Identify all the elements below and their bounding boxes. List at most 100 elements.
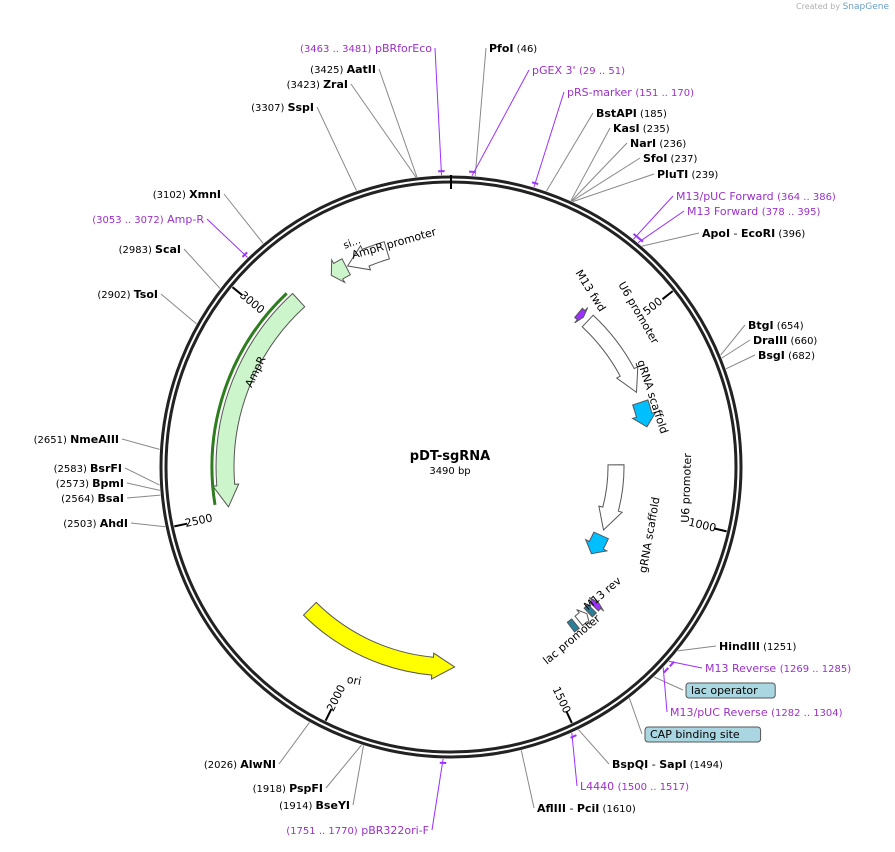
- enzyme-site: (2902): [97, 290, 133, 301]
- annotation-enzyme[interactable]: (2564) BsaI: [61, 492, 124, 505]
- primer-name: pBRforEco: [371, 42, 432, 55]
- enzyme-site: (239): [688, 170, 718, 181]
- enzyme-name: BspQI: [612, 758, 648, 771]
- leader-line: [677, 645, 717, 652]
- leader-line: [124, 467, 160, 486]
- annotation-primer[interactable]: (3463 .. 3481) pBRforEco: [300, 42, 432, 55]
- annotation-enzyme[interactable]: (3425) AatII: [310, 63, 376, 76]
- annotation-primer[interactable]: M13 Reverse (1269 .. 1285): [705, 662, 851, 675]
- enzyme-name: PfoI: [489, 42, 514, 55]
- annotation-enzyme[interactable]: ApoI - EcoRI (396): [702, 227, 805, 240]
- enzyme-site: (46): [514, 44, 538, 55]
- annotation-primer[interactable]: M13/pUC Forward (364 .. 386): [676, 190, 836, 203]
- annotation-enzyme[interactable]: (2983) ScaI: [119, 243, 181, 256]
- enzyme-label: (3102) XmnI: [153, 188, 221, 201]
- annotation-enzyme[interactable]: BtgI (654): [748, 319, 804, 332]
- leader-line: [662, 667, 668, 713]
- leader-line: [571, 732, 578, 787]
- enzyme-label: (1918) PspFI: [253, 782, 323, 795]
- annotation-primer[interactable]: pRS-marker (151 .. 170): [567, 86, 694, 99]
- annotation-primer[interactable]: (3053 .. 3072) Amp-R: [92, 213, 204, 226]
- enzyme-name: BsgI: [758, 349, 785, 362]
- feature-cap-binding-site[interactable]: [566, 618, 580, 633]
- enzyme-name-2: EcoRI: [741, 227, 775, 240]
- annotation-primer[interactable]: M13/pUC Reverse (1282 .. 1304): [670, 706, 843, 719]
- annotation-enzyme[interactable]: BspQI - SapI (1494): [612, 758, 723, 771]
- enzyme-dash: -: [648, 758, 659, 771]
- tick-label: 2500: [184, 511, 214, 530]
- enzyme-name: AflIII: [537, 802, 566, 815]
- feature-lac-promoter[interactable]: [574, 609, 591, 627]
- annotation-enzyme[interactable]: SfoI (237): [643, 152, 698, 165]
- enzyme-label: KasI (235): [613, 122, 670, 135]
- leader-line: [474, 47, 487, 177]
- enzyme-label: (3423) ZraI: [287, 78, 348, 91]
- annotation-enzyme[interactable]: (2583) BsrFI: [54, 462, 122, 475]
- annotation-enzyme[interactable]: (2026) AlwNI: [204, 758, 276, 771]
- enzyme-label: HindIII (1251): [719, 640, 796, 653]
- annotation-enzyme[interactable]: (1918) PspFI: [253, 782, 323, 795]
- primer-range: (378 .. 395): [762, 207, 821, 218]
- ampr-highlight: [210, 292, 288, 506]
- feature-lac-operator[interactable]: [583, 603, 598, 618]
- annotation-enzyme[interactable]: BsgI (682): [758, 349, 815, 362]
- feature-ampr[interactable]: [211, 292, 306, 508]
- annotation-enzyme[interactable]: (3423) ZraI: [287, 78, 348, 91]
- feature-grna-scaffold[interactable]: [584, 531, 610, 555]
- enzyme-site: (682): [785, 351, 815, 362]
- primer-range: (1500 .. 1517): [618, 782, 690, 793]
- feature-m13-rev[interactable]: [588, 597, 605, 612]
- enzyme-label: (2573) BpmI: [56, 477, 124, 490]
- primer-name: M13 Reverse: [705, 662, 780, 675]
- box-label-text: CAP binding site: [650, 728, 740, 741]
- primer-name: M13/pUC Reverse: [670, 706, 771, 719]
- primer-label: (3053 .. 3072) Amp-R: [92, 213, 204, 226]
- feature-grna-scaffold[interactable]: [631, 399, 657, 428]
- annotation-box[interactable]: CAP binding site: [644, 726, 762, 743]
- plasmid-backbone: [159, 175, 743, 759]
- annotation-box[interactable]: lac operator: [685, 682, 776, 699]
- annotation-primer[interactable]: M13 Forward (378 .. 395): [687, 205, 821, 218]
- leader-line: [471, 69, 530, 177]
- feature-ampr-promoter[interactable]: [346, 241, 391, 271]
- enzyme-label: PfoI (46): [489, 42, 537, 55]
- annotation-enzyme[interactable]: PluTI (239): [657, 168, 718, 181]
- annotation-enzyme[interactable]: (2503) AhdI: [63, 517, 128, 530]
- annotation-leaders: [121, 47, 756, 831]
- annotation-enzyme[interactable]: (3307) SspI: [251, 101, 314, 114]
- enzyme-name: ScaI: [155, 243, 181, 256]
- leader-line: [316, 106, 357, 191]
- annotation-enzyme[interactable]: (1914) BseYI: [279, 799, 350, 812]
- enzyme-label: SfoI (237): [643, 152, 698, 165]
- enzyme-site: (654): [774, 321, 804, 332]
- primer-range: (1751 .. 1770): [286, 826, 358, 837]
- enzyme-site: (3102): [153, 190, 189, 201]
- enzyme-site: (2983): [119, 245, 155, 256]
- annotation-enzyme[interactable]: AflIII - PciI (1610): [537, 802, 636, 815]
- annotation-enzyme[interactable]: (2573) BpmI: [56, 477, 124, 490]
- annotation-primer[interactable]: L4440 (1500 .. 1517): [580, 780, 689, 793]
- enzyme-dash: -: [730, 227, 741, 240]
- primer-label: M13 Reverse (1269 .. 1285): [705, 662, 851, 675]
- feature-u6-promoter[interactable]: [598, 464, 625, 531]
- leader-line: [278, 722, 310, 765]
- annotation-primer[interactable]: (1751 .. 1770) pBR322ori-F: [286, 824, 429, 837]
- annotation-enzyme[interactable]: DraIII (660): [753, 334, 817, 347]
- feature-si[interactable]: [330, 258, 351, 284]
- enzyme-name: BtgI: [748, 319, 774, 332]
- feature-label: ori: [346, 673, 362, 688]
- enzyme-name: XmnI: [189, 188, 221, 201]
- annotation-enzyme[interactable]: NarI (236): [630, 137, 686, 150]
- annotation-enzyme[interactable]: (2902) TsoI: [97, 288, 158, 301]
- feature-ori[interactable]: [302, 601, 456, 680]
- annotation-primer[interactable]: pGEX 3' (29 .. 51): [532, 64, 625, 77]
- annotation-enzyme[interactable]: PfoI (46): [489, 42, 537, 55]
- annotation-enzyme[interactable]: KasI (235): [613, 122, 670, 135]
- feature-label: gRNA scaffold: [636, 496, 662, 574]
- feature-u6-promoter[interactable]: [581, 314, 639, 394]
- annotation-enzyme[interactable]: (3102) XmnI: [153, 188, 221, 201]
- annotation-enzyme[interactable]: BstAPI (185): [596, 107, 667, 120]
- annotation-enzyme[interactable]: HindIII (1251): [719, 640, 796, 653]
- feature-m13-fwd[interactable]: [573, 307, 589, 324]
- annotation-enzyme[interactable]: (2651) NmeAIII: [34, 433, 119, 446]
